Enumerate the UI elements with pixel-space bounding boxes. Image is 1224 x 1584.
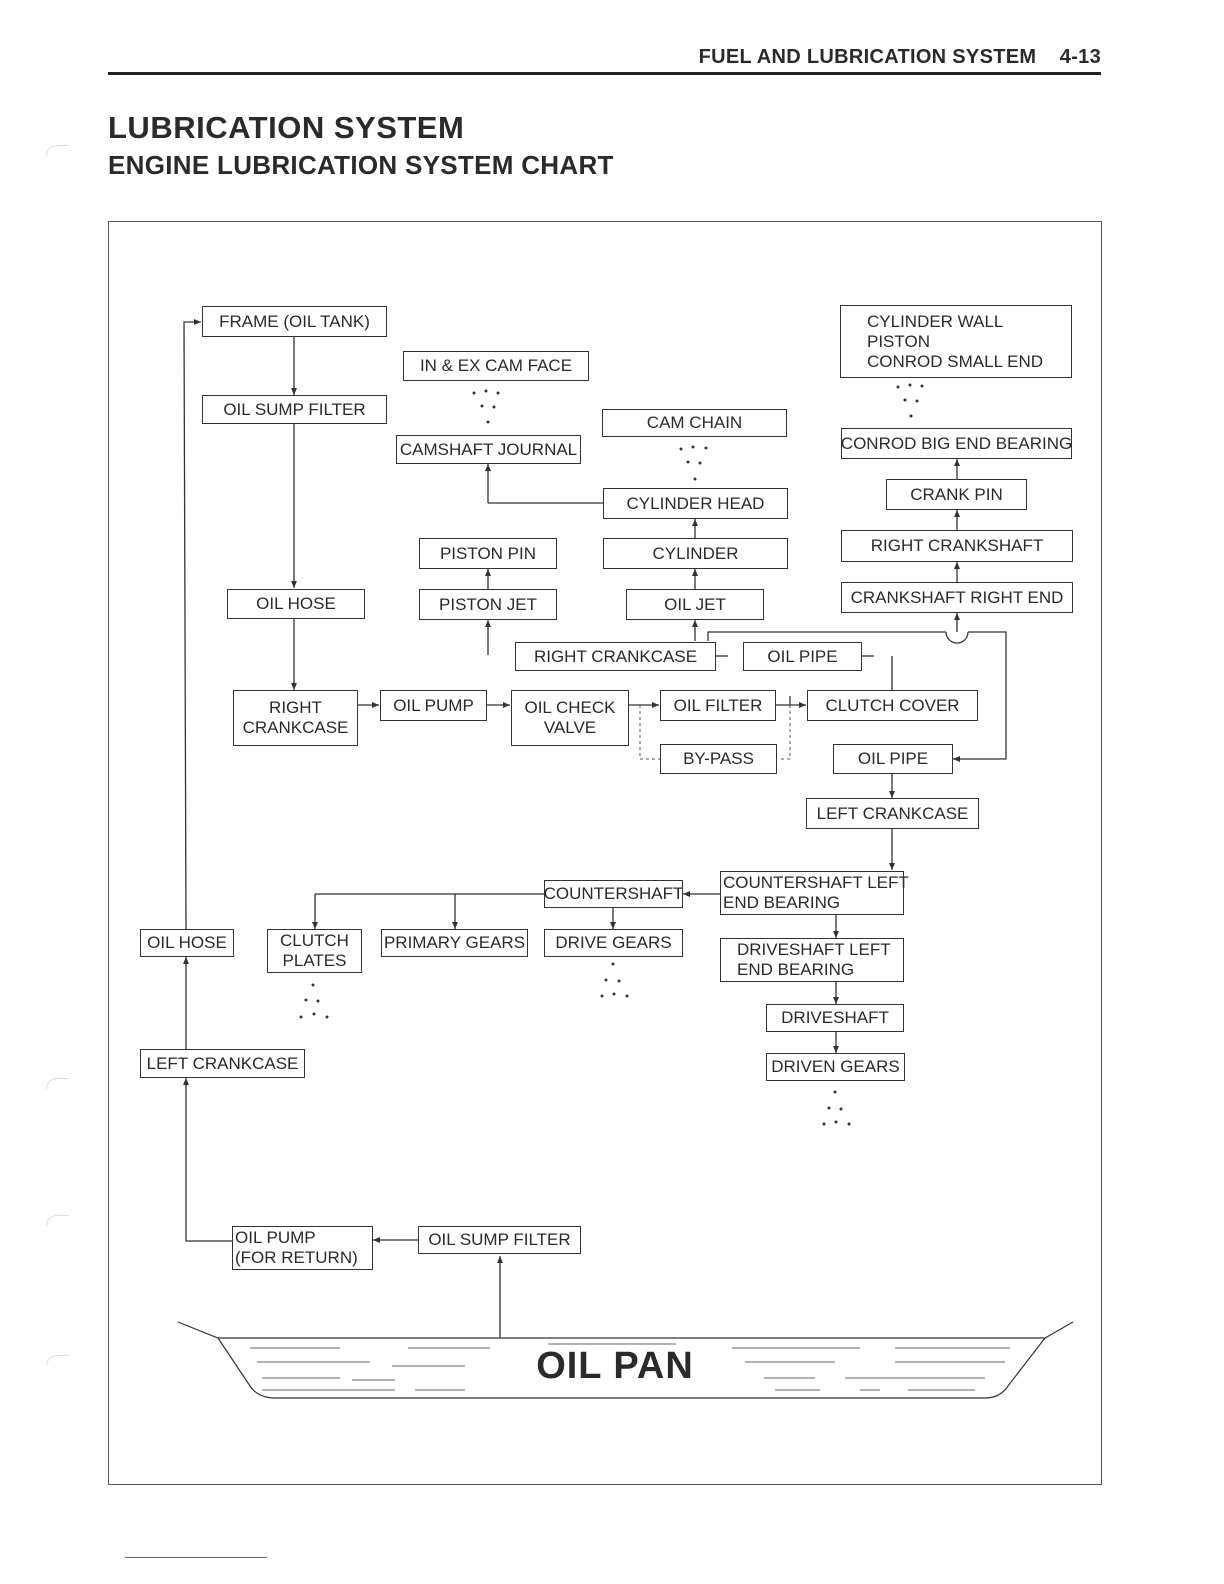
box-line: OIL CHECK [524,698,616,717]
box-line: CYLINDER WALL [867,311,1004,331]
box-piston-pin: PISTON PIN [419,538,557,569]
box-right-crankcase: RIGHT CRANKCASE [233,690,358,746]
box-drive-gears: DRIVE GEARS [544,929,683,957]
connector [945,631,969,644]
box-cylinder: CYLINDER [603,538,788,569]
connector [707,631,946,641]
box-clutch-plates: CLUTCH PLATES [267,929,362,973]
box-piston-jet: PISTON JET [419,589,557,620]
oil-drops [299,383,924,1126]
box-right-crankcase-passage: RIGHT CRANKCASE [515,642,716,671]
box-oil-sump-filter-bottom: OIL SUMP FILTER [418,1226,581,1254]
box-countershaft-left-end-bearing: COUNTERSHAFT LEFT END BEARING [720,871,909,915]
header-rule [108,72,1101,75]
box-camshaft-journal: CAMSHAFT JOURNAL [396,435,581,464]
box-primary-gears: PRIMARY GEARS [381,929,528,957]
box-line: END BEARING [723,893,841,912]
box-oil-pump-return: OIL PUMP (FOR RETURN) [232,1226,373,1270]
box-driven-gears: DRIVEN GEARS [766,1053,905,1081]
box-line: END BEARING [737,960,855,979]
page-title: LUBRICATION SYSTEM [108,110,465,145]
bypass-connector [639,705,660,760]
box-clutch-cover: CLUTCH COVER [807,690,978,721]
box-conrod-big-end-bearing: CONROD BIG END BEARING [841,428,1072,459]
box-countershaft: COUNTERSHAFT [544,880,683,908]
connector [953,631,1007,762]
box-oil-sump-filter-top: OIL SUMP FILTER [202,395,387,424]
connector [183,319,201,930]
box-line: (FOR RETURN) [235,1248,358,1267]
box-driveshaft-left-end-bearing: DRIVESHAFT LEFT END BEARING [720,938,904,982]
box-line: PISTON [867,331,930,351]
header-section-title: FUEL AND LUBRICATION SYSTEM [698,46,1037,68]
oil-pan-label: OIL PAN [536,1345,694,1387]
box-oil-filter: OIL FILTER [660,690,776,721]
header-page-number: 4-13 [1059,46,1101,68]
box-line: RIGHT [269,698,322,717]
page-header: FUEL AND LUBRICATION SYSTEM 4-13 [108,46,1101,75]
box-oil-check-valve: OIL CHECK VALVE [511,690,629,746]
box-left-crankcase-bottom: LEFT CRANKCASE [140,1049,305,1078]
box-line: OIL PUMP [235,1228,316,1247]
box-oil-hose-top: OIL HOSE [227,589,365,619]
margin-mark [46,1215,69,1226]
oil-surface-lines [250,1343,1010,1391]
box-frame-oil-tank: FRAME (OIL TANK) [202,306,387,337]
bypass-connector [778,705,791,760]
box-in-ex-cam-face: IN & EX CAM FACE [403,351,589,381]
box-line: PLATES [282,951,347,970]
box-cylinder-wall-piston-conrod: CYLINDER WALL PISTON CONROD SMALL END [840,305,1072,378]
box-cam-chain: CAM CHAIN [602,409,787,437]
box-line: CLUTCH [280,931,349,950]
box-by-pass: BY-PASS [660,744,777,774]
page-subtitle: ENGINE LUBRICATION SYSTEM CHART [108,150,614,180]
margin-mark [46,1078,69,1089]
box-oil-pipe-passage: OIL PIPE [743,642,862,671]
connector [183,1078,232,1242]
box-oil-pipe-right: OIL PIPE [833,744,953,774]
box-crank-pin: CRANK PIN [886,479,1027,510]
box-oil-hose-bottom: OIL HOSE [140,929,234,957]
box-cylinder-head: CYLINDER HEAD [603,488,788,519]
box-right-crankshaft: RIGHT CRANKSHAFT [841,530,1073,562]
margin-mark [46,145,69,156]
box-line: CONROD SMALL END [867,351,1044,371]
footer-line [125,1557,267,1558]
box-line: VALVE [543,718,597,737]
box-left-crankcase-mid: LEFT CRANKCASE [806,798,979,829]
box-crankshaft-right-end: CRANKSHAFT RIGHT END [841,582,1073,613]
oil-pan-outline [177,1321,1074,1399]
box-oil-pump: OIL PUMP [380,690,487,721]
margin-mark [46,1355,69,1366]
box-line: CRANKCASE [242,718,349,737]
chart-frame [108,221,1102,1485]
box-driveshaft: DRIVESHAFT [766,1004,904,1032]
box-line: COUNTERSHAFT LEFT [723,873,909,892]
box-oil-jet: OIL JET [626,589,764,620]
box-line: DRIVESHAFT LEFT [737,940,891,959]
header-text: FUEL AND LUBRICATION SYSTEM 4-13 [699,46,1101,69]
